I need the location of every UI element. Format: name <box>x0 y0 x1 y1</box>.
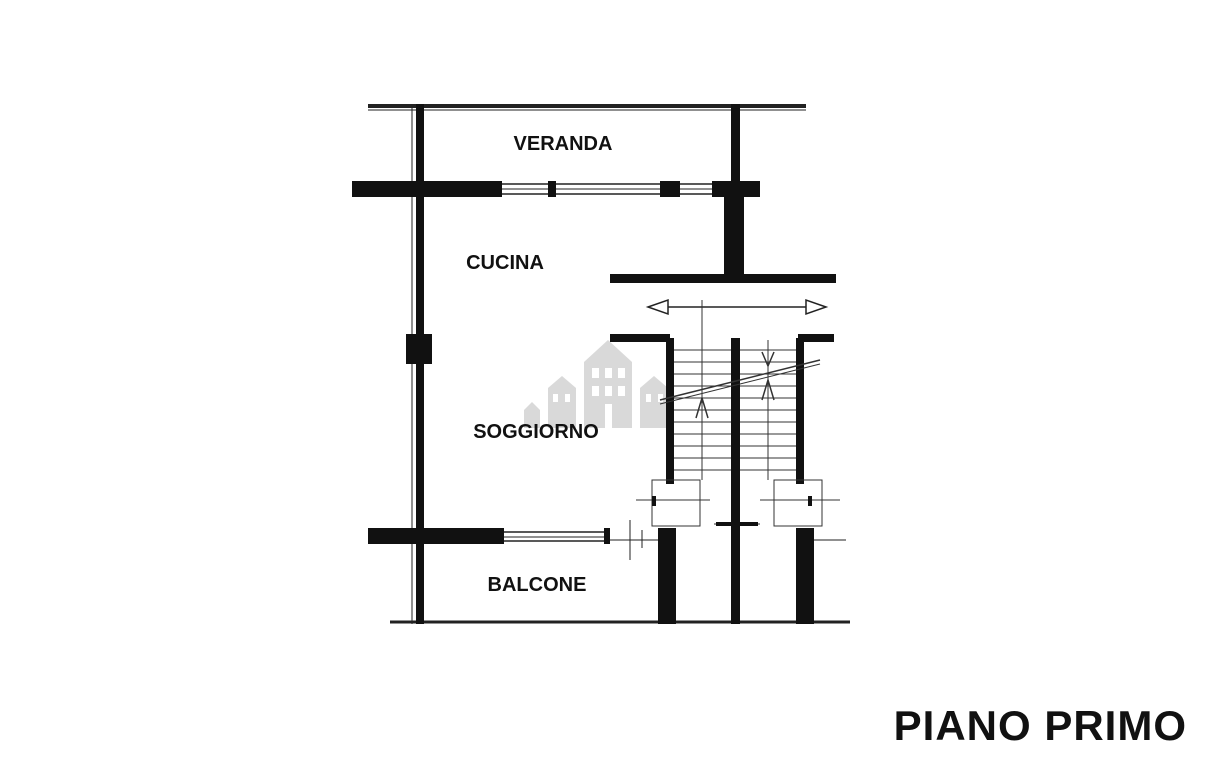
room-label-veranda: VERANDA <box>514 133 613 155</box>
arrow-icon <box>645 298 829 316</box>
kitchen-right-wall <box>724 190 744 278</box>
veranda-kitchen-wall <box>352 181 760 197</box>
veranda-right-post <box>731 104 740 190</box>
building-watermark-icon <box>524 340 668 428</box>
landing-top-wall <box>610 274 836 283</box>
room-label-soggiorno: SOGGIORNO <box>473 421 599 443</box>
stair-base <box>636 479 840 527</box>
room-label-balcone: BALCONE <box>488 574 587 596</box>
staircase <box>659 300 821 624</box>
stair-top-wall <box>610 334 834 342</box>
room-label-cucina: CUCINA <box>466 252 544 274</box>
stair-bottom-walls <box>658 528 846 624</box>
living-balcony-wall <box>368 520 658 560</box>
floor-title: PIANO PRIMO <box>893 702 1187 749</box>
